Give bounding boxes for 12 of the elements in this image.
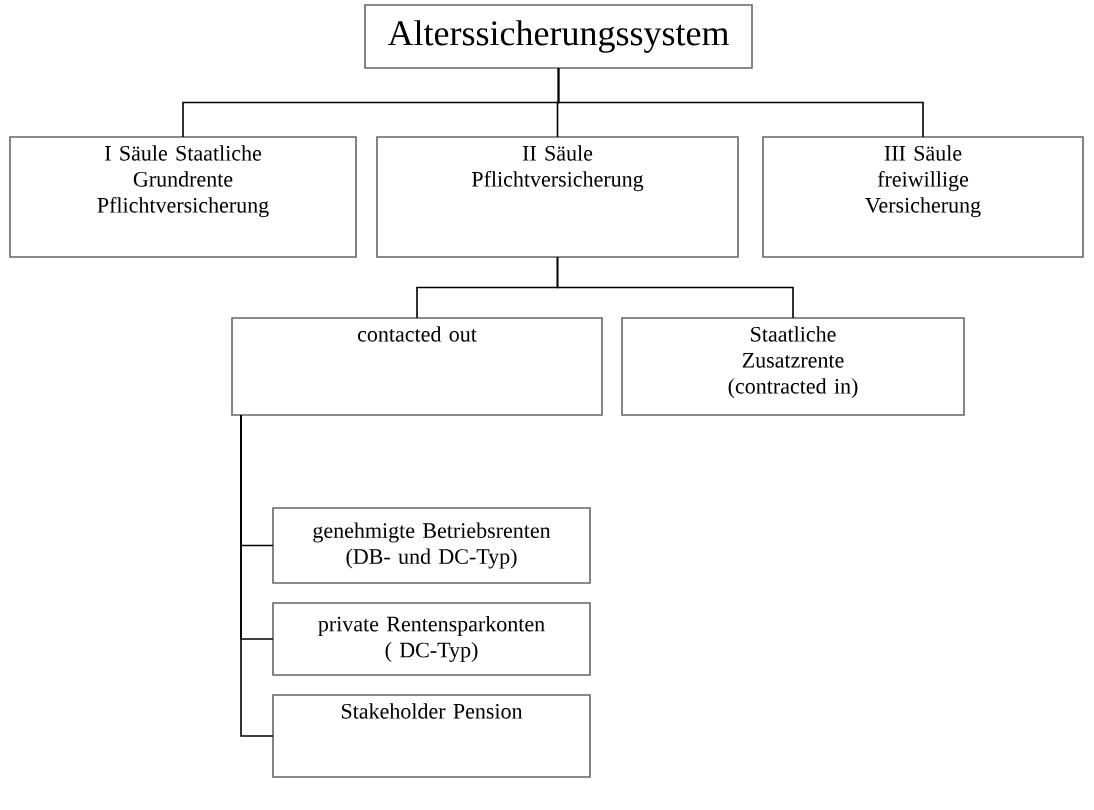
connector bbox=[556, 256, 794, 319]
box: private Rentensparkonten ( DC-Typ) bbox=[272, 602, 591, 676]
box: II Säule Pflichtversicherung bbox=[376, 136, 739, 258]
box: I Säule Staatliche Grundrente Pflichtversicherung bbox=[9, 136, 357, 258]
box: Stakeholder Pension bbox=[272, 694, 591, 778]
connector bbox=[557, 67, 924, 138]
box: genehmigte Betriebsrenten (DB- und DC-Typ) bbox=[272, 507, 591, 584]
connector bbox=[240, 414, 274, 737]
box: Alterssicherungssystem bbox=[364, 4, 753, 69]
box: contacted out bbox=[231, 317, 603, 416]
box: Staatliche Zusatzrente (contracted in) bbox=[621, 317, 965, 416]
box: III Säule freiwillige Versicherung bbox=[762, 136, 1084, 258]
